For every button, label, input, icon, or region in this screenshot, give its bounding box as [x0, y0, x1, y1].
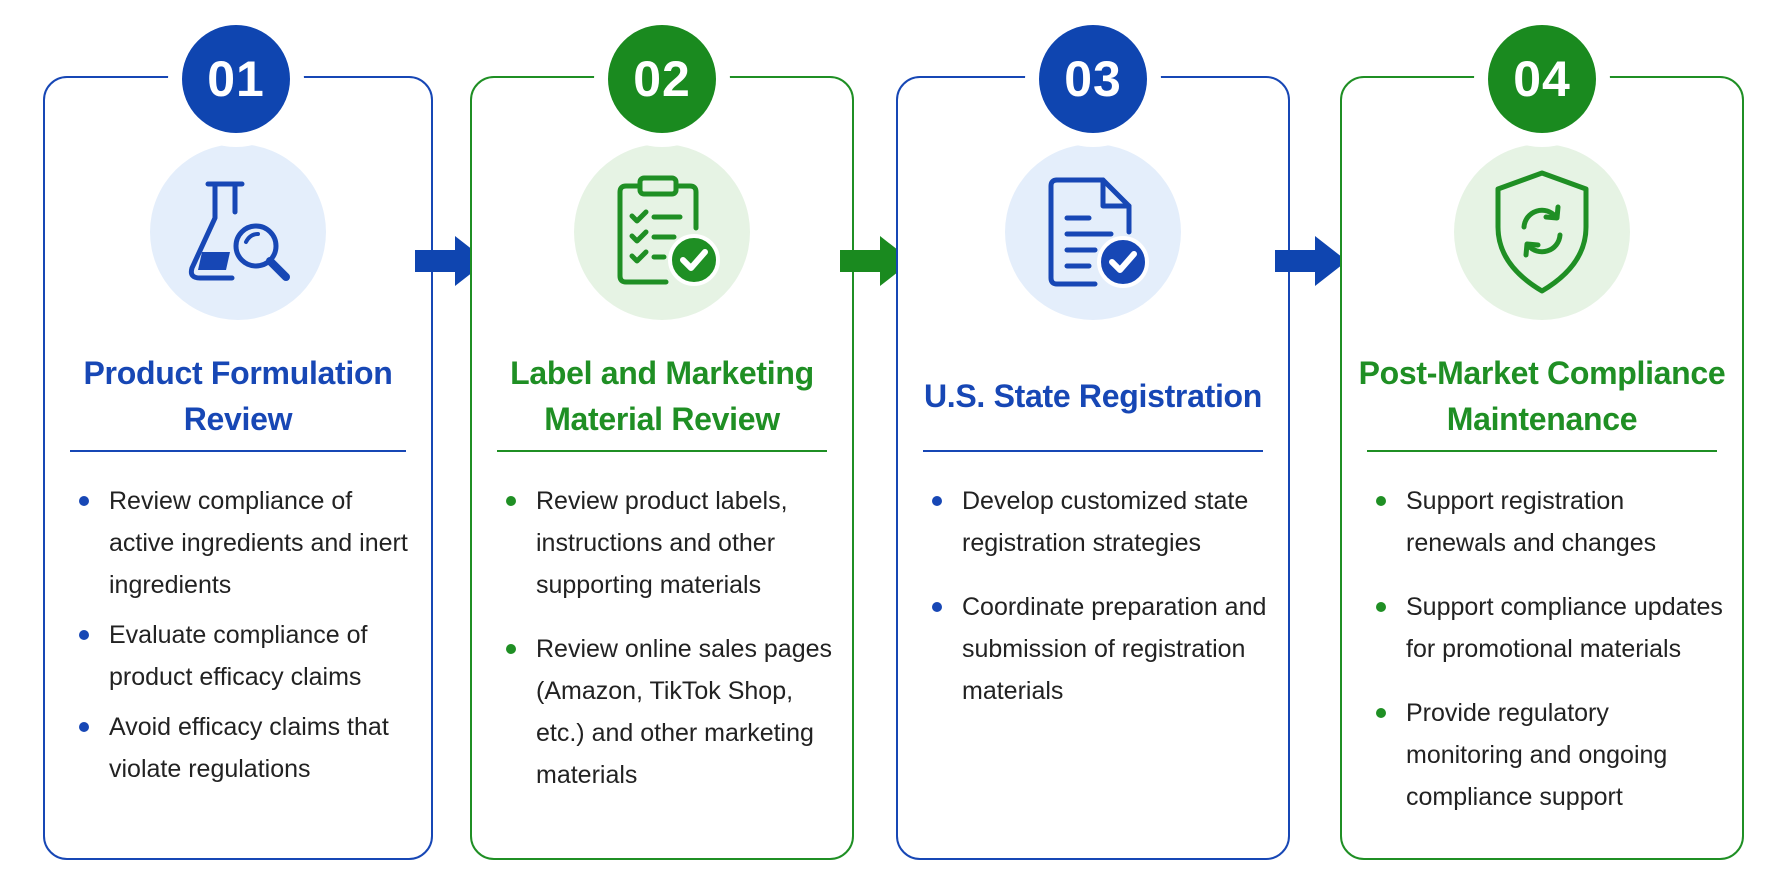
bullet-item: Develop customized state registration st…	[932, 480, 1270, 564]
step-number-badge-4: 04	[1488, 25, 1596, 133]
bullet-item: Coordinate preparation and submission of…	[932, 586, 1270, 712]
step-number-badge-3: 03	[1039, 25, 1147, 133]
bullet-list: Review product labels, instructions and …	[506, 480, 834, 796]
step-title-line: Label and Marketing	[510, 355, 814, 391]
step-card-3: U.S. State Registration Develop customiz…	[896, 76, 1290, 860]
bullet-item: Avoid efficacy claims that violate regul…	[79, 706, 413, 790]
step-title: U.S. State Registration	[898, 346, 1288, 446]
bullet-item: Support registration renewals and change…	[1376, 480, 1724, 564]
step-divider	[497, 450, 827, 452]
step-card-4: Post-Market Compliance Maintenance Suppo…	[1340, 76, 1744, 860]
arrow-right-icon	[415, 236, 487, 286]
flask-magnifier-icon	[150, 144, 326, 320]
shield-refresh-icon	[1454, 144, 1630, 320]
step-title-line: Material Review	[544, 401, 780, 437]
step-title-line: U.S. State Registration	[923, 378, 1263, 414]
step-divider	[923, 450, 1263, 452]
step-title-line: Review	[183, 401, 293, 437]
arrow-right-icon	[840, 236, 912, 286]
bullet-item: Support compliance updates for promotion…	[1376, 586, 1724, 670]
step-card-1: Product Formulation Review Review compli…	[43, 76, 433, 860]
bullet-item: Review product labels, instructions and …	[506, 480, 834, 606]
bullet-item: Evaluate compliance of product efficacy …	[79, 614, 413, 698]
step-title: Post-Market Compliance Maintenance	[1342, 346, 1742, 446]
step-number-badge-1: 01	[182, 25, 290, 133]
step-title: Product Formulation Review	[45, 346, 431, 446]
bullet-item: Review online sales pages (Amazon, TikTo…	[506, 628, 834, 796]
step-title-line: Product Formulation	[83, 355, 393, 391]
step-title-line: Post-Market Compliance	[1358, 355, 1726, 391]
bullet-list: Develop customized state registration st…	[932, 480, 1270, 712]
step-title-line: Maintenance	[1446, 401, 1638, 437]
step-number-badge-2: 02	[608, 25, 716, 133]
step-title: Label and Marketing Material Review	[472, 346, 852, 446]
step-card-2: Label and Marketing Material Review Revi…	[470, 76, 854, 860]
step-divider	[1367, 450, 1717, 452]
bullet-list: Support registration renewals and change…	[1376, 480, 1724, 818]
arrow-right-icon	[1275, 236, 1347, 286]
bullet-list: Review compliance of active ingredients …	[79, 480, 413, 790]
bullet-item: Review compliance of active ingredients …	[79, 480, 413, 606]
document-check-icon	[1005, 144, 1181, 320]
step-divider	[70, 450, 406, 452]
bullet-item: Provide regulatory monitoring and ongoin…	[1376, 692, 1724, 818]
clipboard-checklist-icon	[574, 144, 750, 320]
